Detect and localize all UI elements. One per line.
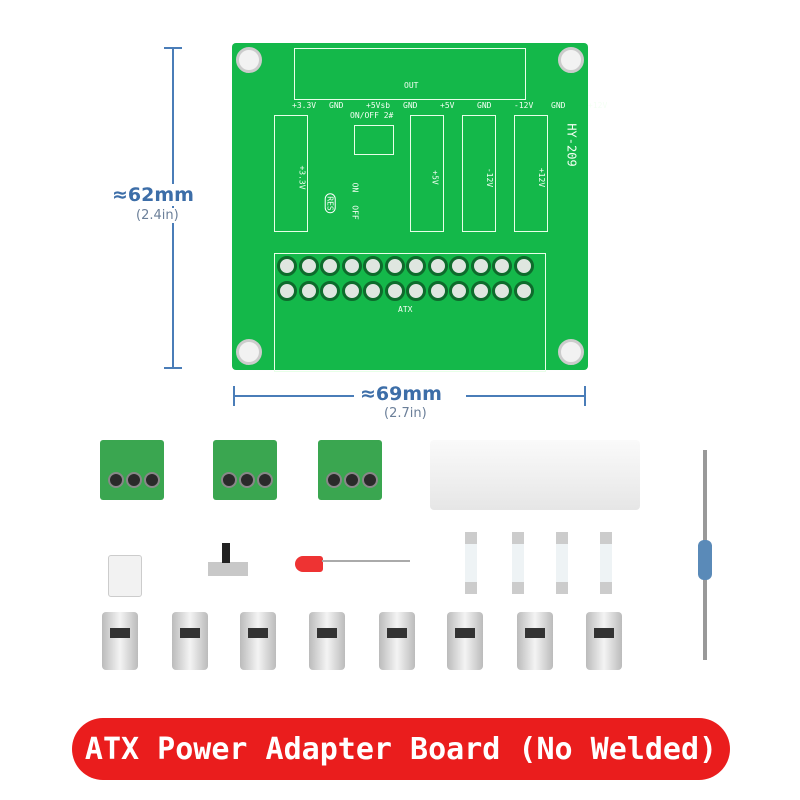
glass-fuse — [512, 532, 524, 594]
fuse-clip — [102, 612, 138, 670]
screw-terminal-block — [318, 440, 382, 500]
glass-fuse — [556, 532, 568, 594]
silk-outline — [274, 115, 308, 232]
fuse-clip — [240, 612, 276, 670]
rail-label: +5Vsb — [366, 101, 391, 110]
height-imperial: (2.4in) — [136, 208, 179, 223]
width-imperial: (2.7in) — [384, 406, 427, 421]
width-metric: ≈69mm — [360, 383, 442, 405]
silk-outline — [294, 48, 526, 100]
atx-pin-hole — [320, 256, 340, 276]
atx-pin-hole — [320, 281, 340, 301]
silk-outline — [410, 115, 444, 232]
model-label: HY-209 — [564, 123, 579, 167]
out-label: OUT — [404, 81, 419, 90]
rail-label: GND — [551, 101, 566, 110]
rail-label: GND — [403, 101, 418, 110]
dimension-cap — [164, 367, 182, 369]
atx-pin-hole — [513, 256, 534, 276]
atx-pin-hole — [492, 281, 512, 301]
atx-pin-hole — [470, 281, 491, 301]
atx-pin-hole — [341, 256, 362, 276]
atx-outline — [274, 253, 546, 372]
atx-pin-hole — [513, 281, 534, 301]
screw-terminal-block — [213, 440, 277, 500]
atx-pin-hole — [406, 256, 426, 276]
dimension-cap — [164, 47, 182, 49]
vertical-label: +3.3V — [297, 165, 307, 190]
atx-pin-hole — [427, 281, 448, 301]
atx-pin-hole — [449, 281, 469, 301]
atx-pin-hole — [363, 256, 383, 276]
led-lead — [322, 560, 410, 562]
atx-pin-hole — [298, 256, 319, 276]
fuse-clip — [586, 612, 622, 670]
atx-pin-hole — [470, 256, 491, 276]
fuse-clip — [379, 612, 415, 670]
vertical-label: +12V — [537, 167, 547, 188]
switch-label: ON/OFF 2# — [350, 111, 394, 120]
mounting-hole — [236, 339, 262, 365]
dimension-cap — [584, 386, 586, 406]
resistor — [698, 540, 712, 580]
fuse-clip — [172, 612, 208, 670]
silk-outline — [462, 115, 496, 232]
rail-label: +3.3V — [292, 101, 317, 110]
pcb-board: OUT +3.3V GND +5Vsb GND +5V GND -12V GND +12V ON… — [232, 43, 607, 372]
mounting-hole — [236, 47, 262, 73]
on-label: ON — [350, 182, 360, 193]
silk-outline — [514, 115, 548, 232]
atx-pin-hole — [298, 281, 319, 301]
switch-outline — [354, 125, 394, 155]
rail-label: GND — [329, 101, 344, 110]
atx-pin-hole — [449, 256, 469, 276]
off-label: OFF — [350, 205, 360, 220]
rail-label: +5V — [440, 101, 455, 110]
rail-label: GND — [477, 101, 492, 110]
atx-pin-hole — [363, 281, 383, 301]
fuse-clip — [517, 612, 553, 670]
atx-pin-hole — [277, 256, 297, 276]
mounting-hole — [558, 339, 584, 365]
slide-switch — [208, 562, 248, 576]
mounting-hole — [558, 47, 584, 73]
red-led — [295, 556, 323, 572]
rail-label: -12V — [514, 101, 534, 110]
glass-fuse — [465, 532, 477, 594]
dimension-cap — [233, 386, 235, 406]
screw-terminal-block — [100, 440, 164, 500]
height-metric: ≈62mm — [112, 184, 194, 206]
width-dimension-line — [466, 395, 585, 397]
atx-pin-hole — [277, 281, 297, 301]
slide-switch-knob — [222, 543, 230, 563]
glass-fuse — [600, 532, 612, 594]
atx-pin-hole — [406, 281, 426, 301]
vertical-label: +5V — [430, 170, 440, 185]
atx-pin-hole — [384, 256, 405, 276]
res-label: RES — [324, 193, 336, 214]
atx-pin-hole — [492, 256, 512, 276]
atx-pin-hole — [384, 281, 405, 301]
fuse-clip — [309, 612, 345, 670]
title-banner: ATX Power Adapter Board (No Welded) — [72, 718, 730, 780]
fuse-clip — [447, 612, 483, 670]
atx-connector — [430, 440, 640, 510]
rail-label: +12V — [588, 101, 608, 110]
pin-header-connector — [108, 555, 142, 597]
atx-pin-hole — [341, 281, 362, 301]
atx-pin-hole — [427, 256, 448, 276]
width-dimension-line — [234, 395, 354, 397]
atx-label: ATX — [398, 305, 413, 314]
vertical-label: -12V — [485, 167, 495, 188]
